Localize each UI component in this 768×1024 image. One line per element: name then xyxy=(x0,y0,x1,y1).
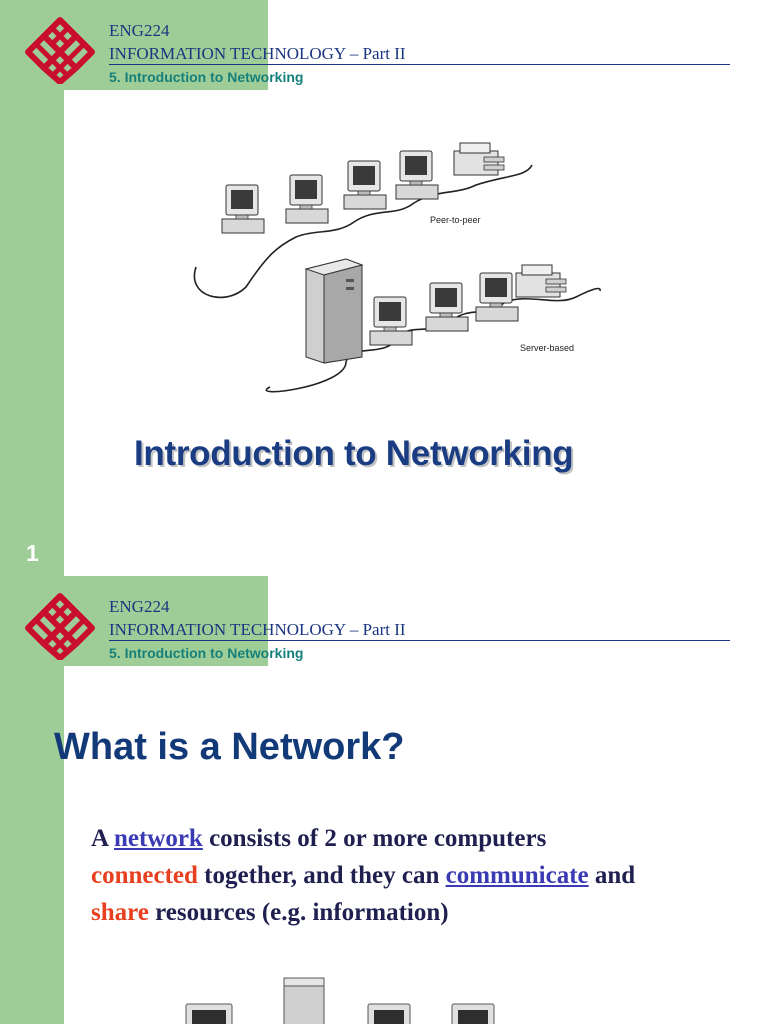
computer-icon xyxy=(451,1003,495,1024)
client-computer-icon xyxy=(369,296,413,346)
peer-computer-icon xyxy=(285,174,329,224)
slide-title: Introduction to Networking xyxy=(134,434,574,473)
definition-line: connected together, and they can communi… xyxy=(91,857,761,894)
page-number: 1 xyxy=(26,540,39,566)
course-title: INFORMATION TECHNOLOGY – Part II xyxy=(109,44,406,63)
peer-cable xyxy=(193,164,533,299)
connected-keyword: connected xyxy=(91,862,198,889)
body-word: resources (e.g. information) xyxy=(148,899,449,926)
peer-printer-icon xyxy=(453,142,505,176)
server-tower-icon xyxy=(304,258,364,364)
definition-line: share resources (e.g. information) xyxy=(91,894,761,931)
body-word: together, and they can xyxy=(197,862,446,889)
green-header-block xyxy=(0,576,268,666)
peer-computer-icon xyxy=(221,184,265,234)
client-computer-icon xyxy=(475,272,519,322)
peer-computer-icon xyxy=(395,150,439,200)
green-header-block xyxy=(0,0,268,90)
server-printer-icon xyxy=(515,264,567,298)
course-code: ENG224 xyxy=(109,597,170,616)
header-divider xyxy=(109,64,730,65)
slide-heading: What is a Network? xyxy=(54,726,405,768)
server-based-label: Server-based xyxy=(520,343,574,353)
peer-to-peer-label: Peer-to-peer xyxy=(430,215,481,225)
server-tower-icon xyxy=(283,977,325,1024)
definition-line: A network consists of 2 or more computer… xyxy=(91,820,761,857)
course-code: ENG224 xyxy=(109,21,170,40)
body-word: and xyxy=(588,862,636,889)
slide-1: ENG224 INFORMATION TECHNOLOGY – Part II … xyxy=(0,0,730,576)
share-keyword: share xyxy=(91,899,149,926)
body-word: consists of 2 or more computers xyxy=(202,825,547,852)
header-divider xyxy=(109,640,730,641)
slide-2: ENG224 INFORMATION TECHNOLOGY – Part II … xyxy=(0,576,768,1024)
client-computer-icon xyxy=(425,282,469,332)
peer-computer-icon xyxy=(343,160,387,210)
body-word: A xyxy=(91,825,114,852)
computer-icon xyxy=(185,1003,233,1024)
communicate-link[interactable]: communicate xyxy=(445,862,589,889)
green-sidebar xyxy=(0,0,64,576)
university-logo-icon xyxy=(22,16,98,84)
university-logo-icon xyxy=(22,592,98,660)
definition-paragraph: A network consists of 2 or more computer… xyxy=(91,820,761,931)
network-link[interactable]: network xyxy=(113,825,203,852)
course-title: INFORMATION TECHNOLOGY – Part II xyxy=(109,620,406,639)
computer-icon xyxy=(367,1003,411,1024)
network-diagram: Peer-to-peer Server-based xyxy=(193,142,601,393)
network-diagram-partial xyxy=(185,977,495,1024)
chapter-title: 5. Introduction to Networking xyxy=(109,69,304,85)
chapter-title: 5. Introduction to Networking xyxy=(109,645,304,661)
